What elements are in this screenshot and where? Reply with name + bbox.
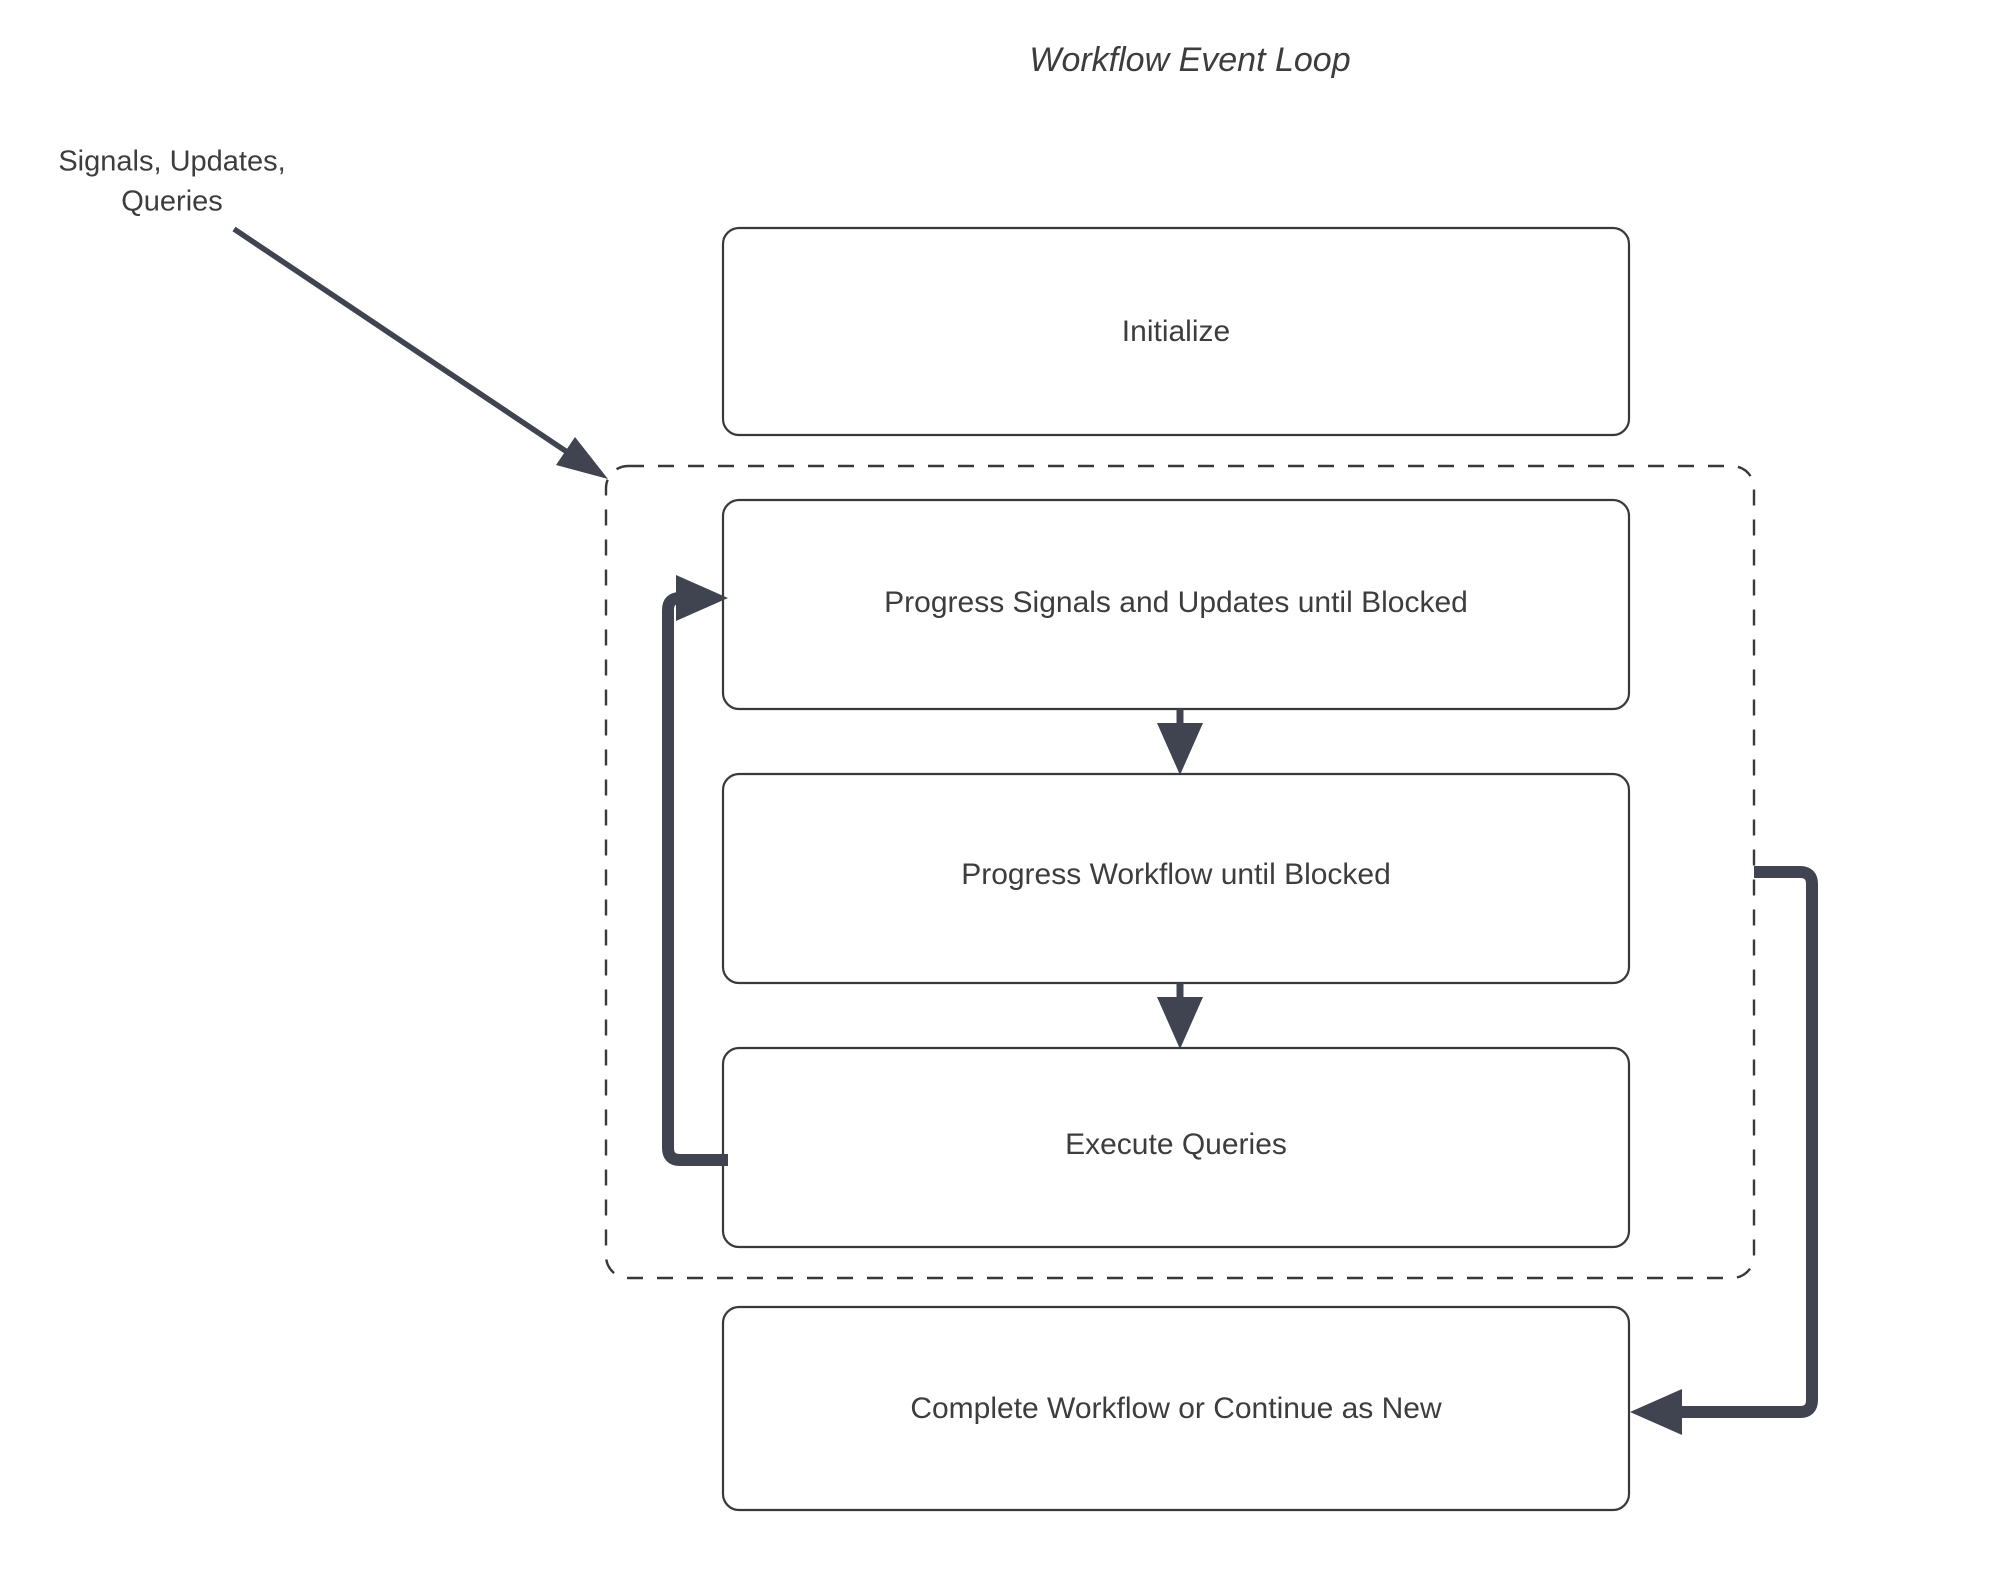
event-loop-group-container (604, 464, 1756, 1280)
node-progress-signals-updates-box[interactable] (721, 498, 1631, 711)
node-initialize-box[interactable] (721, 226, 1631, 437)
arrow-workflow-to-queries (1157, 983, 1203, 1049)
external-input-label-line1: Signals, Updates, (58, 146, 285, 178)
node-progress-signals-updates-label: Progress Signals and Updates until Block… (884, 586, 1468, 619)
loop-exit-connector (1630, 866, 1818, 1435)
node-progress-workflow[interactable]: Progress Workflow until Blocked (721, 772, 1631, 985)
node-complete-workflow-box[interactable] (721, 1305, 1631, 1512)
arrow-signals-to-workflow (1157, 709, 1203, 775)
page-title: Workflow Event Loop (1029, 41, 1350, 79)
external-input-arrow (232, 226, 608, 479)
node-complete-workflow-label: Complete Workflow or Continue as New (910, 1392, 1442, 1425)
external-input-label-line2: Queries (121, 186, 223, 218)
node-execute-queries-box[interactable] (721, 1046, 1631, 1249)
node-initialize-label: Initialize (1122, 315, 1230, 348)
node-progress-signals-updates[interactable]: Progress Signals and Updates until Block… (721, 498, 1631, 711)
node-execute-queries-label: Execute Queries (1065, 1128, 1287, 1161)
loop-back-connector (662, 575, 728, 1166)
node-initialize[interactable]: Initialize (721, 226, 1631, 437)
node-complete-workflow[interactable]: Complete Workflow or Continue as New (721, 1305, 1631, 1512)
node-execute-queries[interactable]: Execute Queries (721, 1046, 1631, 1249)
node-progress-workflow-label: Progress Workflow until Blocked (961, 858, 1391, 891)
node-progress-workflow-box[interactable] (721, 772, 1631, 985)
